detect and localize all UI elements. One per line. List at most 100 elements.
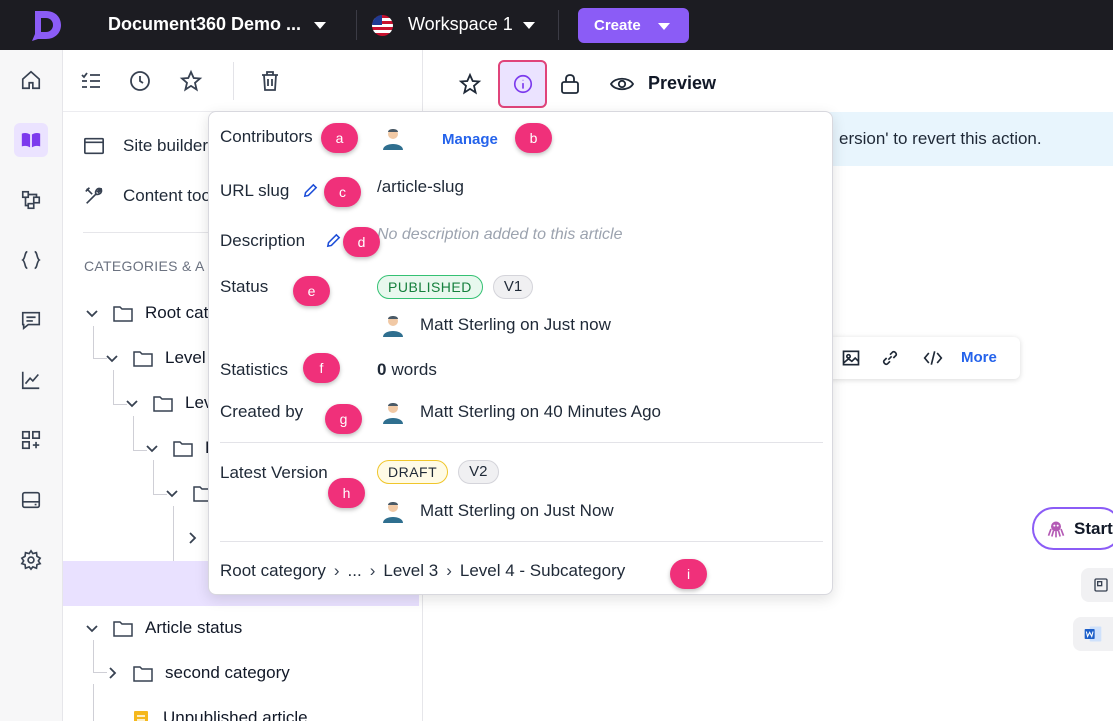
description-label: Description bbox=[220, 231, 306, 250]
tree-row-label: second category bbox=[165, 663, 290, 682]
word-icon bbox=[1084, 626, 1102, 642]
getting-started-button[interactable]: Start bbox=[1032, 507, 1113, 550]
article-info-button[interactable] bbox=[498, 60, 547, 108]
description-value: No description added to this article bbox=[377, 226, 623, 243]
drive-icon[interactable] bbox=[14, 483, 48, 517]
trash-icon[interactable] bbox=[258, 69, 282, 93]
icon-rail bbox=[0, 50, 63, 721]
pencil-icon[interactable] bbox=[325, 232, 342, 249]
checklist-icon[interactable] bbox=[79, 69, 103, 93]
categories-heading: CATEGORIES & A bbox=[84, 258, 205, 274]
folder-icon bbox=[113, 620, 133, 637]
analytics-icon[interactable] bbox=[14, 363, 48, 397]
tree-row-label: Unpublished article bbox=[163, 708, 308, 721]
annotation-marker: e bbox=[293, 276, 330, 306]
breadcrumb-item[interactable]: ... bbox=[347, 561, 362, 580]
link-icon[interactable] bbox=[879, 348, 901, 368]
annotation-marker: b bbox=[515, 123, 552, 153]
more-button[interactable]: More bbox=[961, 349, 997, 366]
created-by-text: Matt Sterling on 40 Minutes Ago bbox=[420, 402, 661, 421]
lock-icon[interactable] bbox=[558, 72, 582, 96]
create-button[interactable]: Create bbox=[578, 8, 689, 43]
content-tools-label: Content too bbox=[123, 186, 211, 205]
apps-icon[interactable] bbox=[14, 423, 48, 457]
chevron-right-icon[interactable] bbox=[105, 666, 119, 680]
content-tools-link[interactable]: Content too bbox=[83, 181, 211, 211]
chevron-down-icon[interactable] bbox=[105, 351, 119, 365]
manage-contributors-link[interactable]: Manage bbox=[442, 131, 498, 148]
project-name[interactable]: Document360 Demo ... bbox=[108, 14, 302, 34]
status-badges: PUBLISHED V1 bbox=[377, 275, 543, 299]
window-icon bbox=[1094, 578, 1108, 592]
pencil-icon[interactable] bbox=[302, 182, 319, 199]
breadcrumb: Root category›...›Level 3›Level 4 - Subc… bbox=[220, 561, 625, 581]
book-icon[interactable] bbox=[14, 123, 48, 157]
created-by-value: Matt Sterling on 40 Minutes Ago bbox=[381, 400, 661, 424]
tree-guide bbox=[93, 672, 107, 673]
chevron-right-icon: › bbox=[333, 561, 340, 580]
editor-toolbar: More bbox=[827, 337, 1020, 379]
avatar bbox=[383, 502, 403, 523]
divider bbox=[220, 442, 823, 443]
folder-icon bbox=[113, 305, 133, 322]
gear-icon[interactable] bbox=[14, 543, 48, 577]
article-info-popover: Contributors Manage URL slug /article-sl… bbox=[208, 111, 833, 595]
eye-icon[interactable] bbox=[610, 72, 634, 96]
version-badge: V1 bbox=[492, 275, 534, 299]
folder-icon bbox=[153, 395, 173, 412]
side-widget[interactable] bbox=[1073, 617, 1113, 651]
divider bbox=[220, 541, 823, 542]
home-icon[interactable] bbox=[14, 63, 48, 97]
image-icon[interactable] bbox=[841, 348, 861, 368]
revert-banner: ersion' to revert this action. bbox=[827, 112, 1113, 166]
workspace-selector[interactable]: Workspace 1 bbox=[408, 14, 513, 34]
tree-row[interactable]: Level bbox=[105, 345, 206, 371]
tree-row[interactable]: L bbox=[145, 435, 214, 461]
tree-row[interactable]: Lev bbox=[125, 390, 212, 416]
tree-toolbar bbox=[63, 50, 422, 112]
tree-row[interactable]: Article status bbox=[85, 615, 242, 641]
divider bbox=[356, 10, 357, 40]
tools-icon bbox=[85, 187, 103, 204]
document360-logo[interactable] bbox=[28, 8, 64, 42]
feedback-icon[interactable] bbox=[14, 303, 48, 337]
tree-guide bbox=[153, 494, 167, 495]
breadcrumb-item[interactable]: Level 4 - Subcategory bbox=[459, 561, 626, 580]
breadcrumb-item[interactable]: Level 3 bbox=[383, 561, 439, 580]
statistics-label: Statistics bbox=[220, 360, 289, 379]
contributors-label: Contributors bbox=[220, 127, 313, 146]
side-widget[interactable] bbox=[1081, 568, 1113, 602]
site-builder-link[interactable]: Site builder bbox=[83, 131, 208, 161]
clock-icon[interactable] bbox=[128, 69, 152, 93]
status-author: Matt Sterling on Just now bbox=[381, 313, 611, 337]
chevron-down-icon[interactable] bbox=[125, 396, 139, 410]
chevron-right-icon: › bbox=[369, 561, 376, 580]
annotation-marker: g bbox=[325, 404, 362, 434]
tree-row[interactable]: second category bbox=[105, 660, 290, 686]
chevron-down-icon[interactable] bbox=[85, 621, 99, 635]
code-icon[interactable] bbox=[921, 348, 945, 368]
tree-row[interactable]: Root cat bbox=[85, 300, 208, 326]
breadcrumb-item[interactable]: Root category bbox=[220, 561, 326, 580]
tree-guide bbox=[93, 358, 107, 359]
tree-row[interactable] bbox=[185, 525, 213, 551]
star-icon[interactable] bbox=[458, 72, 482, 96]
statistics-value: 0 words bbox=[377, 360, 437, 380]
tree-guide bbox=[113, 404, 127, 405]
chevron-down-icon[interactable] bbox=[165, 486, 179, 500]
chevron-right-icon[interactable] bbox=[185, 531, 199, 545]
chevron-down-icon[interactable] bbox=[523, 22, 535, 29]
tree-guide bbox=[153, 460, 154, 494]
workflow-icon[interactable] bbox=[14, 183, 48, 217]
created-by-label: Created by bbox=[220, 402, 304, 421]
chevron-down-icon[interactable] bbox=[314, 22, 326, 29]
chevron-down-icon[interactable] bbox=[85, 306, 99, 320]
star-icon[interactable] bbox=[179, 69, 203, 93]
article-icon bbox=[134, 710, 148, 721]
browser-window-icon bbox=[84, 137, 104, 155]
code-braces-icon[interactable] bbox=[14, 243, 48, 277]
latest-version-author: Matt Sterling on Just Now bbox=[381, 499, 614, 523]
chevron-down-icon[interactable] bbox=[145, 441, 159, 455]
tree-row[interactable]: Unpublished article bbox=[131, 705, 308, 721]
preview-button[interactable]: Preview bbox=[648, 73, 717, 93]
